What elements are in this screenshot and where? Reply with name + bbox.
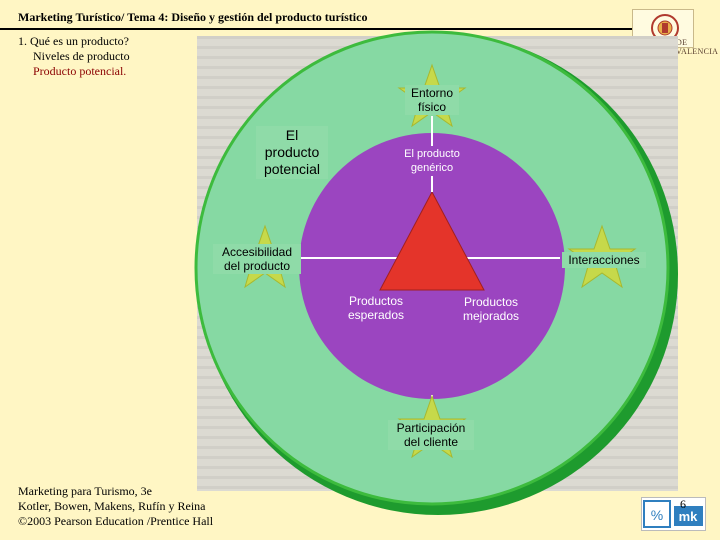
label-participacion-cliente: Participación del cliente: [388, 420, 474, 450]
page-number: 6: [680, 497, 686, 511]
footer-line-3: ©2003 Pearson Education /Prentice Hall: [18, 514, 214, 528]
core-triangle: [379, 190, 485, 291]
header-divider: [0, 28, 632, 30]
university-seal-icon: [651, 14, 679, 42]
label-accesibilidad: Accesibilidad del producto: [213, 244, 301, 274]
footer-credits: Marketing para Turismo, 3e Kotler, Bowen…: [18, 484, 213, 529]
label-producto-potencial: El producto potencial: [256, 126, 328, 179]
slide-outline: 1. Qué es un producto? Niveles de produc…: [18, 34, 130, 79]
mk-logo-text: mk: [679, 509, 699, 524]
footer-line-2: Kotler, Bowen, Makens, Rufín y Reina: [18, 499, 206, 513]
svg-text:%: %: [651, 507, 663, 523]
university-logo-text: DE VALENCIA: [676, 38, 719, 56]
footer-line-1: Marketing para Turismo, 3e: [18, 484, 152, 498]
outline-item-3: Producto potencial.: [33, 64, 127, 78]
label-producto-generico: El producto genérico: [400, 146, 464, 176]
page-title: Marketing Turístico/ Tema 4: Diseño y ge…: [18, 10, 368, 24]
outline-item-1: 1. Qué es un producto?: [18, 34, 129, 48]
outline-item-2: Niveles de producto: [33, 49, 130, 63]
label-productos-mejorados: Productos mejorados: [452, 294, 530, 324]
label-entorno-fisico: Entorno físico: [405, 85, 459, 115]
mk-logo-icon: % mk: [643, 500, 703, 528]
mk-logo: % mk: [641, 497, 706, 531]
label-interacciones: Interacciones: [562, 252, 646, 268]
label-productos-esperados: Productos esperados: [338, 293, 414, 323]
